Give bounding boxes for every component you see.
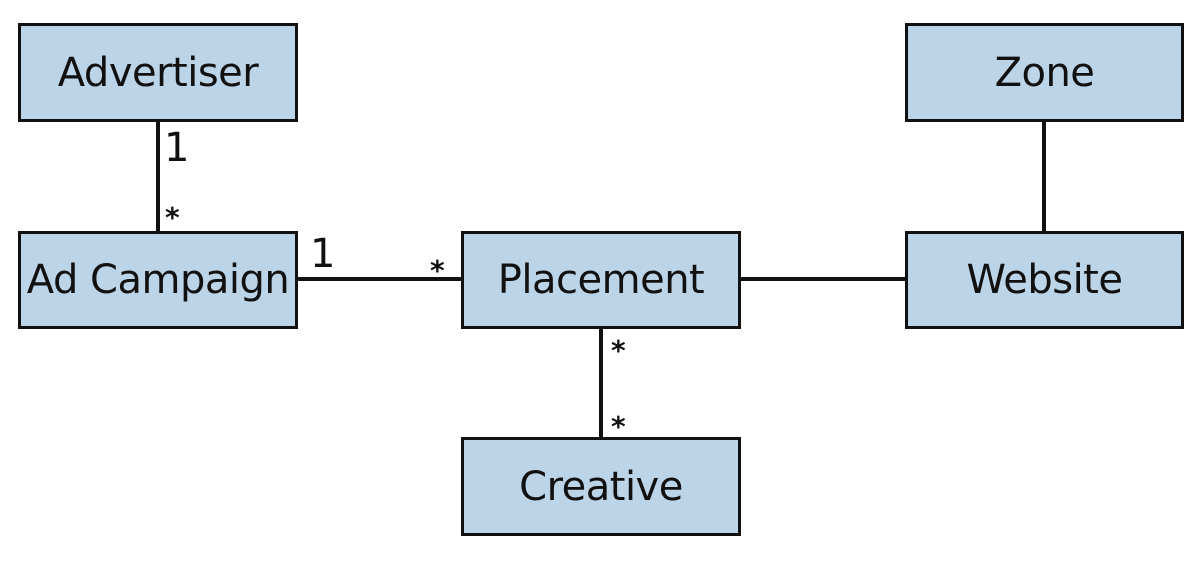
entity-website-label: Website	[966, 257, 1123, 303]
multiplicity-placement-end-to-creative: *	[611, 334, 626, 367]
entity-placement: Placement	[461, 231, 741, 329]
entity-creative-label: Creative	[519, 463, 683, 510]
entity-website: Website	[905, 231, 1184, 329]
multiplicity-campaign-end-from-advertiser: *	[165, 201, 180, 234]
multiplicity-advertiser-end: 1	[164, 125, 190, 171]
entity-creative: Creative	[461, 437, 741, 536]
multiplicity-placement-end-from-campaign: *	[430, 254, 445, 287]
entity-placement-label: Placement	[497, 257, 705, 303]
entity-ad-campaign-label: Ad Campaign	[26, 257, 290, 303]
entity-ad-campaign: Ad Campaign	[18, 231, 298, 329]
entity-advertiser-label: Advertiser	[57, 49, 259, 96]
multiplicity-campaign-end-to-placement: 1	[310, 231, 336, 277]
entity-zone-label: Zone	[994, 49, 1095, 96]
multiplicity-creative-end: *	[611, 410, 626, 443]
entity-zone: Zone	[905, 23, 1184, 122]
entity-advertiser: Advertiser	[18, 23, 298, 122]
